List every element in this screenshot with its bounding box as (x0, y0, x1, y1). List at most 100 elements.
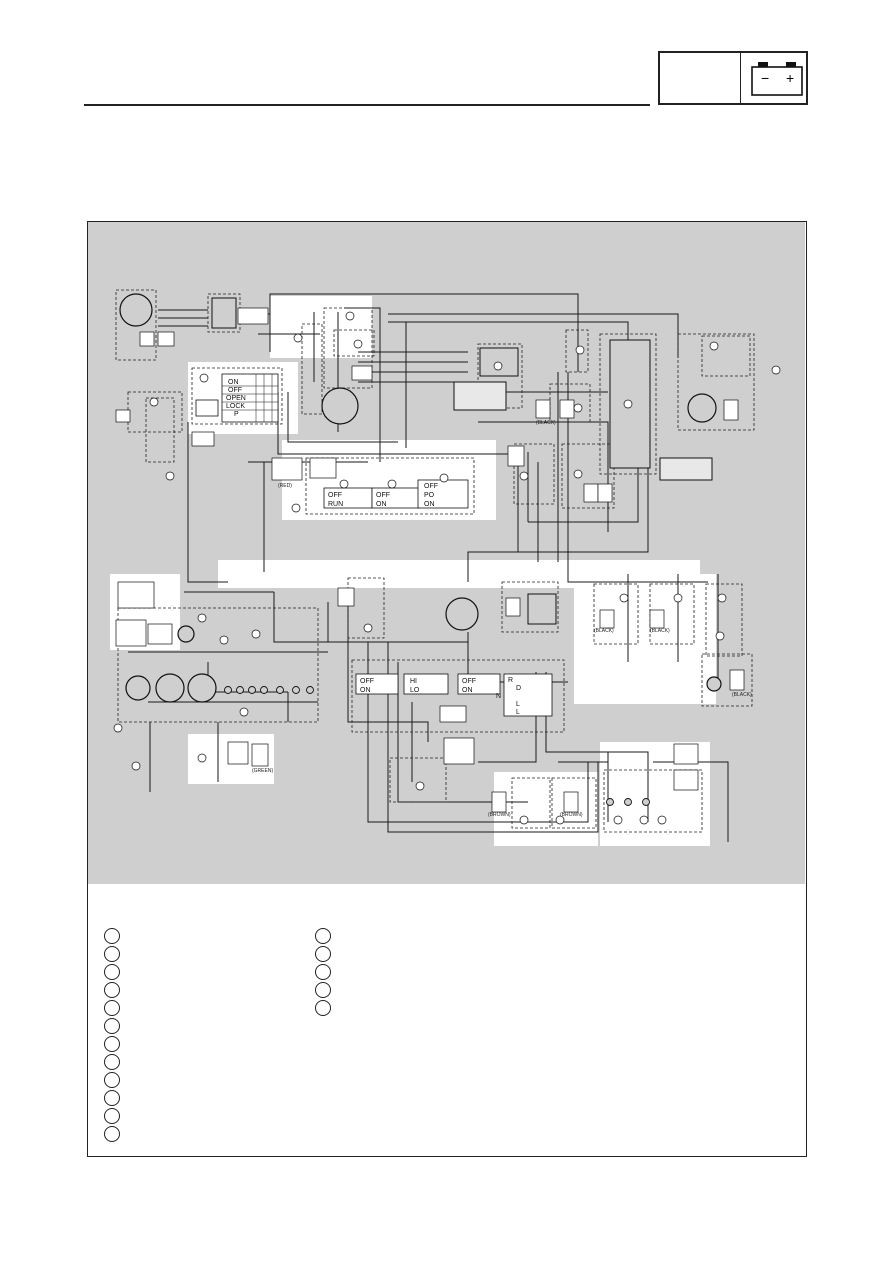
group-23 (705, 583, 743, 657)
connector (191, 431, 215, 447)
connector (507, 445, 525, 467)
battery-plus-sign: + (786, 70, 794, 86)
switch-37-off: OFF (360, 678, 374, 685)
connector (337, 587, 355, 607)
ref-circle (293, 333, 303, 343)
group-14 (305, 457, 475, 515)
group-26 (511, 777, 551, 829)
lamp (292, 686, 300, 694)
meter-47 (155, 673, 185, 703)
ref-circle (709, 341, 719, 351)
connector-color-red: (RED) (278, 483, 292, 489)
ref-circle (619, 593, 629, 603)
group-20 (501, 581, 559, 633)
connector (351, 365, 373, 381)
connector (505, 597, 521, 617)
ref-circle (363, 623, 373, 633)
connector (673, 743, 699, 765)
ignition-pos-p: P (234, 411, 239, 418)
ref-circle (715, 631, 725, 641)
connector (139, 331, 155, 347)
gear-r: R (508, 677, 513, 684)
connector (443, 737, 475, 765)
connector-color-black: (BLACK) (732, 692, 752, 698)
lamp (642, 798, 650, 806)
legend-marker (104, 1036, 120, 1052)
ref-circle (197, 753, 207, 763)
connector (309, 457, 337, 479)
switch-37: OFF ON (355, 673, 399, 695)
battery-minus-sign: − (761, 70, 769, 86)
control-unit-11 (609, 339, 651, 469)
group-19 (117, 607, 319, 723)
ref-circle (519, 815, 529, 825)
connector (563, 791, 579, 813)
dimmer-lo: LO (410, 687, 420, 694)
gear-n: N (496, 693, 501, 700)
connector (439, 705, 467, 723)
ref-circle (251, 629, 261, 639)
connector (535, 399, 551, 419)
meter-48 (125, 675, 151, 701)
switch-19-run: RUN (328, 501, 343, 508)
dimmer-switch-36: HI LO (403, 673, 449, 695)
fan-motor-27 (445, 597, 479, 631)
ref-circle (345, 311, 355, 321)
ref-circle (387, 479, 397, 489)
gear-switch-34: R D N L L (496, 673, 553, 717)
connector-color-brown: (BROWN) (488, 812, 511, 818)
switch-18-off: OFF (376, 492, 390, 499)
switch-18-on: ON (376, 501, 387, 508)
gear-d: D (516, 685, 521, 692)
legend-marker (104, 946, 120, 962)
group-4 (301, 323, 323, 415)
ref-circle (149, 397, 159, 407)
ignition-pos-on: ON (228, 379, 239, 386)
connector (599, 609, 615, 629)
legend-marker (315, 982, 331, 998)
ref-circle (575, 345, 585, 355)
connector-color-black: (BLACK) (650, 628, 670, 634)
group-24 (351, 659, 565, 733)
switch-17: OFF PO ON (417, 479, 469, 509)
legend-marker (104, 982, 120, 998)
legend-marker (104, 964, 120, 980)
battery-chapter-box: − + (658, 51, 808, 105)
connector (559, 399, 575, 419)
connector (117, 581, 155, 609)
ref-circle (439, 473, 449, 483)
connector (115, 409, 131, 423)
connector (115, 619, 147, 647)
group-3 (191, 367, 283, 425)
ref-circle (197, 613, 207, 623)
group-6 (333, 329, 375, 357)
ref-circle (219, 635, 229, 645)
ignition-pos-off: OFF (228, 387, 242, 394)
ref-circle (613, 815, 623, 825)
legend-marker (104, 1018, 120, 1034)
switch-17-off: OFF (424, 483, 438, 490)
ref-circle (113, 723, 123, 733)
ref-circle (623, 399, 633, 409)
horn-14 (687, 393, 717, 423)
connector-color-green: (GREEN) (252, 768, 273, 774)
group-12 (701, 335, 751, 377)
connector-color-black: (BLACK) (536, 420, 556, 426)
ref-circle (493, 361, 503, 371)
connector-color-black: (BLACK) (594, 628, 614, 634)
dimmer-hi: HI (410, 678, 417, 685)
switch-18: OFF ON (371, 487, 421, 509)
lamp (306, 686, 314, 694)
ref-circle (673, 593, 683, 603)
white-zone (574, 574, 716, 704)
gear-l1: L (516, 701, 520, 708)
fuel-pump-26 (527, 593, 557, 625)
starter-motor-7 (321, 387, 359, 425)
legend-marker (104, 1054, 120, 1070)
connector (729, 669, 745, 691)
white-zone (494, 772, 598, 846)
battery-box-divider (740, 53, 741, 103)
lamp (248, 686, 256, 694)
ref-circle (165, 471, 175, 481)
group-21 (593, 583, 639, 645)
